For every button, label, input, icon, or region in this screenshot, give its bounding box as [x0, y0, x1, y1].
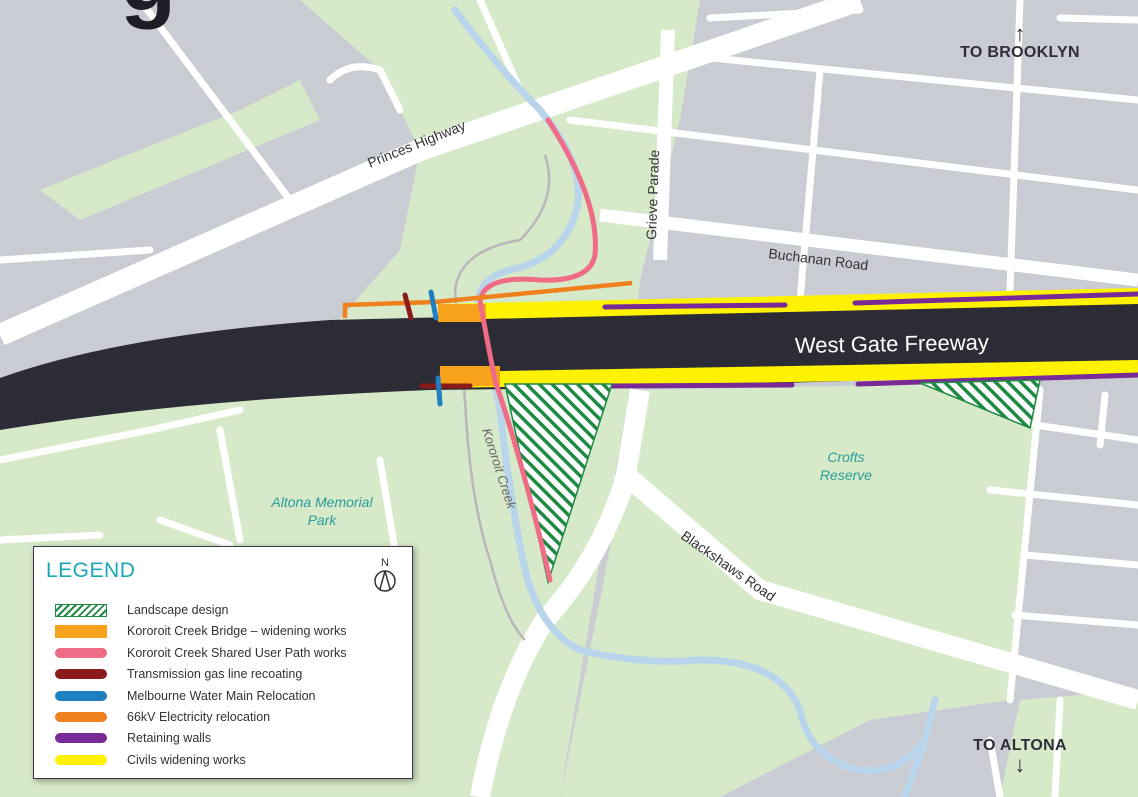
legend-swatch [55, 754, 107, 765]
water-main-south [435, 375, 443, 407]
kororoit-creek-water [451, 6, 939, 775]
blackshaws-road [613, 462, 1138, 710]
legend-item-label: Transmission gas line recoating [127, 667, 303, 682]
water-main-north [428, 289, 439, 321]
legend-swatch [55, 733, 107, 744]
grassy-verge-right [1000, 690, 1138, 797]
legend-item: Landscape design [55, 601, 400, 619]
legend-item: Kororoit Creek Bridge – widening works [55, 622, 400, 640]
arrow-up-icon: ↑ [1014, 21, 1026, 46]
legend-item: Kororoit Creek Shared User Path works [55, 644, 400, 662]
creek-trail [453, 154, 551, 641]
suburb-streets-south [986, 386, 1138, 797]
landscape-design-east [919, 379, 1041, 430]
creek-branch [901, 736, 929, 797]
legend-swatch [55, 603, 107, 617]
civils-widening-south [439, 360, 1138, 388]
label-altona-park-1: Altona Memorial [270, 494, 373, 510]
bridge-widening-south [440, 366, 500, 386]
direction-north: ↑ TO BROOKLYN [935, 21, 1105, 62]
bridge-widening-north [438, 304, 486, 322]
arrow-down-icon: ↓ [1014, 752, 1026, 777]
legend-item-label: Retaining walls [127, 731, 212, 746]
partial-heading: g [120, 0, 176, 30]
legend-item-label: Kororoit Creek Shared User Path works [127, 645, 347, 660]
legend-item: 66kV Electricity relocation [55, 708, 400, 726]
legend-swatch [55, 690, 107, 701]
label-crofts-2: Reserve [820, 467, 872, 483]
direction-north-label: TO BROOKLYN [960, 44, 1080, 61]
legend-item: Melbourne Water Main Relocation [55, 687, 400, 705]
princes-highway [0, 0, 864, 346]
label-freeway: West Gate Freeway [795, 330, 989, 358]
legend-item-label: Civils widening works [127, 752, 246, 767]
legend-swatch [55, 647, 107, 658]
legend-swatch [55, 624, 107, 638]
north-letter: N [381, 557, 389, 569]
label-altona-park-2: Park [308, 512, 338, 528]
legend-item-label: 66kV Electricity relocation [127, 710, 271, 724]
gas-line-north [402, 292, 414, 321]
shared-user-path [477, 117, 598, 583]
direction-south-label: TO ALTONA [973, 737, 1067, 754]
legend-item: Transmission gas line recoating [55, 665, 400, 683]
buchanan-road [599, 208, 1138, 287]
legend-item-label: Landscape design [127, 603, 229, 617]
direction-south: TO ALTONA ↓ [935, 737, 1105, 777]
park-creek-corridor [0, 0, 700, 797]
legend-item: Civils widening works [55, 751, 400, 769]
west-gate-freeway [0, 300, 1138, 430]
legend-item-label: Melbourne Water Main Relocation [127, 688, 316, 703]
label-crofts-1: Crofts [827, 449, 864, 465]
north-arrow-icon: N [374, 557, 396, 592]
legend-title: LEGEND [46, 559, 136, 582]
crofts-reserve [560, 382, 1040, 797]
legend-item-label: Kororoit Creek Bridge – widening works [127, 624, 347, 639]
electricity-relocation [342, 280, 633, 318]
green-strip-top [40, 80, 320, 220]
streets-west [0, 0, 524, 584]
retaining-walls [602, 291, 1138, 389]
legend-swatch [55, 669, 107, 680]
legend-swatch [55, 712, 107, 722]
label-grieve-parade: Grieve Parade [643, 149, 662, 240]
legend-item: Retaining walls [55, 729, 400, 747]
